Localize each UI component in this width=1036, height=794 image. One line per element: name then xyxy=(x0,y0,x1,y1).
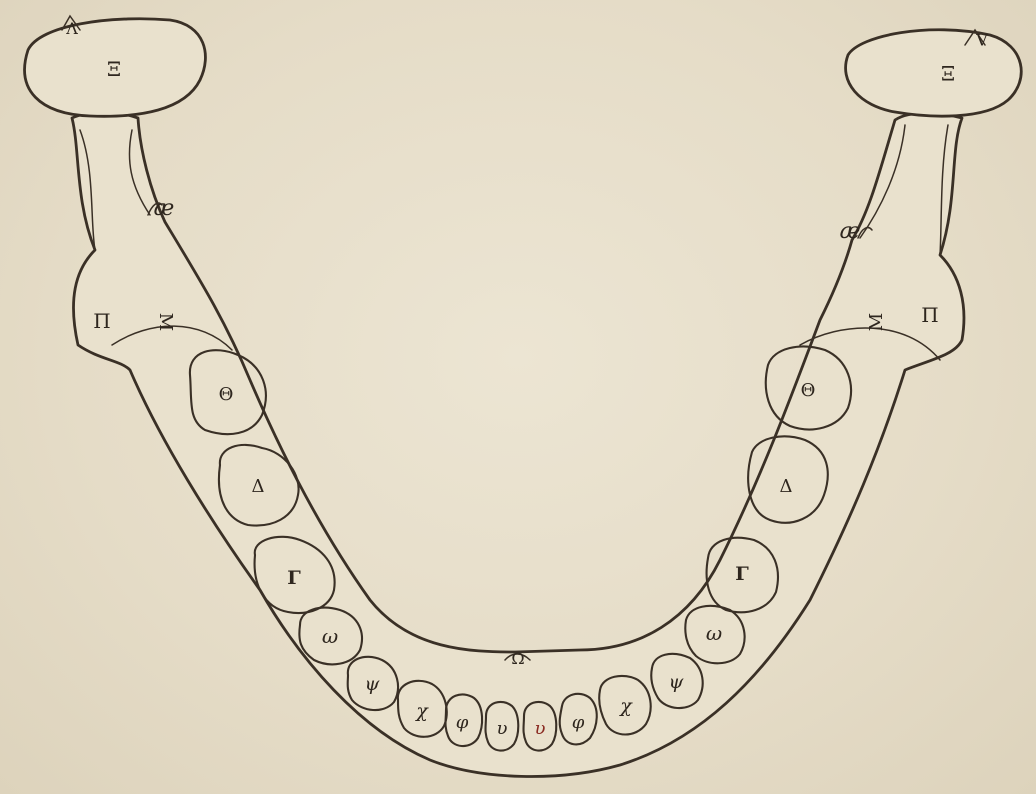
label-condyle-tip-left: Λ xyxy=(65,19,78,38)
label-premolar1-right: ψ xyxy=(669,671,685,693)
label-lateral-incisor-left: φ xyxy=(456,712,469,733)
right-condyle xyxy=(846,30,1022,116)
label-line-left: Μ xyxy=(155,313,176,331)
label-notch-right: æ xyxy=(840,219,861,244)
label-premolar1-left: ψ xyxy=(365,673,381,695)
label-condyle-right: Ξ xyxy=(941,61,955,85)
label-premolar2-left: ω xyxy=(322,624,338,648)
label-canine-right: χ xyxy=(618,695,633,717)
label-molar2-right: Δ xyxy=(780,476,793,497)
label-symphysis: Ω xyxy=(511,649,524,668)
label-molar2-left: Δ xyxy=(252,476,265,497)
label-lateral-incisor-right: φ xyxy=(572,712,585,733)
label-condyle-tip-right: Λ xyxy=(976,30,989,49)
label-notch-left: æ xyxy=(154,196,175,221)
label-central-incisor-left: υ xyxy=(497,718,508,739)
mandible-outline xyxy=(72,112,964,776)
label-molar3-right: Θ xyxy=(801,380,816,401)
label-premolar2-right: ω xyxy=(706,621,722,645)
label-molar1-right: Γ xyxy=(735,563,749,585)
label-molar1-left: Γ xyxy=(287,567,301,589)
label-canine-left: χ xyxy=(414,700,429,722)
label-line-right: Μ xyxy=(866,313,887,331)
label-condyle-left: Ξ xyxy=(107,57,121,81)
label-process-left: Π xyxy=(93,309,110,333)
label-molar3-left: Θ xyxy=(219,384,234,405)
label-process-right: Π xyxy=(921,303,938,327)
label-central-incisor-right: υ xyxy=(535,718,546,739)
